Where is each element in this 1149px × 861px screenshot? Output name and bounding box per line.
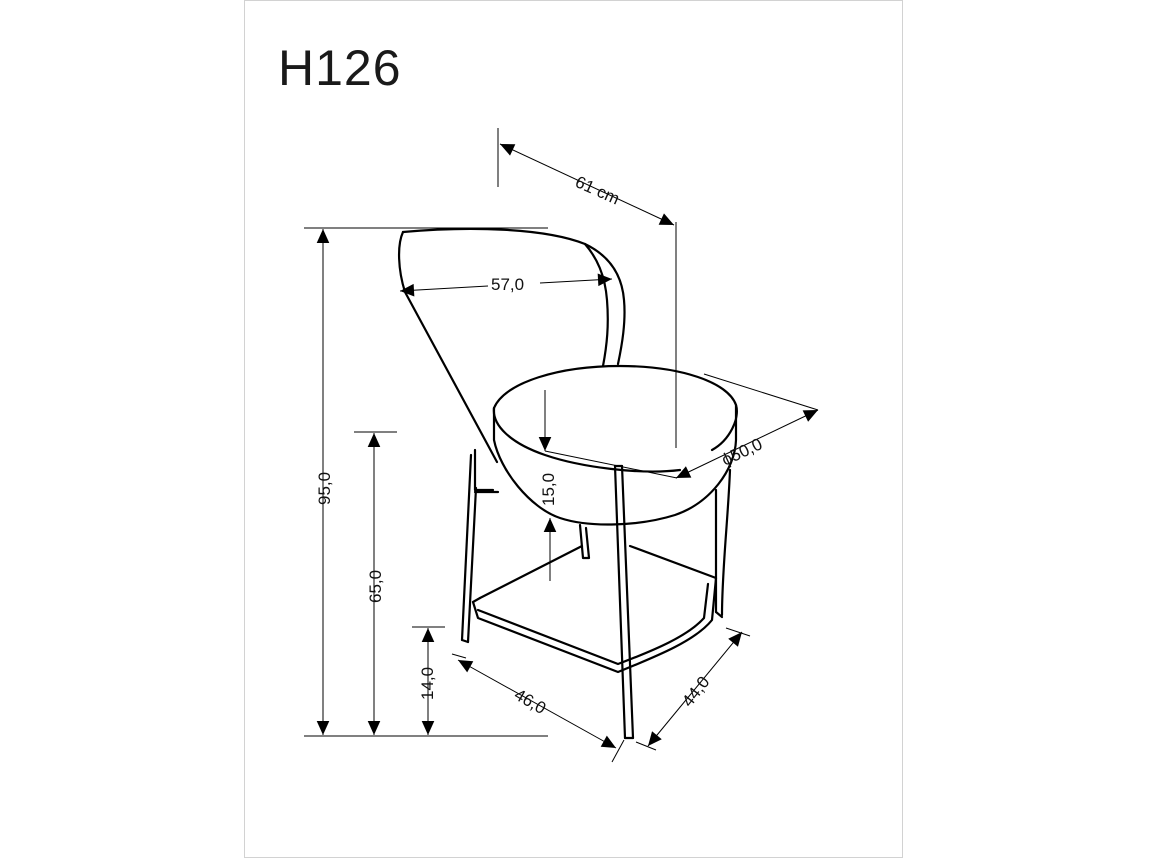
seat-thickness-label: 15,0 xyxy=(539,473,558,506)
chair-outline xyxy=(398,227,738,740)
base-depth-line xyxy=(647,631,743,747)
base-width-label: 46,0 xyxy=(511,685,549,718)
back-width-label: 57,0 xyxy=(491,275,524,294)
base-width-line xyxy=(457,659,617,749)
seat-height-label: 65,0 xyxy=(366,570,385,603)
extension-line xyxy=(703,373,819,411)
total-height-label: 95,0 xyxy=(315,472,334,505)
extension-line xyxy=(451,653,467,659)
extension-line xyxy=(611,739,625,763)
product-code: H126 xyxy=(278,40,402,96)
depth-total-label: 61 cm xyxy=(572,172,622,208)
back-width-line-right xyxy=(539,273,613,287)
base-depth-label: 44,0 xyxy=(678,673,713,711)
dimension-lines xyxy=(304,128,819,763)
extension-line xyxy=(635,741,657,751)
seat-diameter-line xyxy=(675,409,819,479)
depth-dimension-line xyxy=(499,143,675,226)
extension-line xyxy=(725,627,751,637)
back-width-line-left xyxy=(399,283,489,297)
extension-line xyxy=(544,450,678,479)
footrest-height-label: 14,0 xyxy=(418,667,437,700)
